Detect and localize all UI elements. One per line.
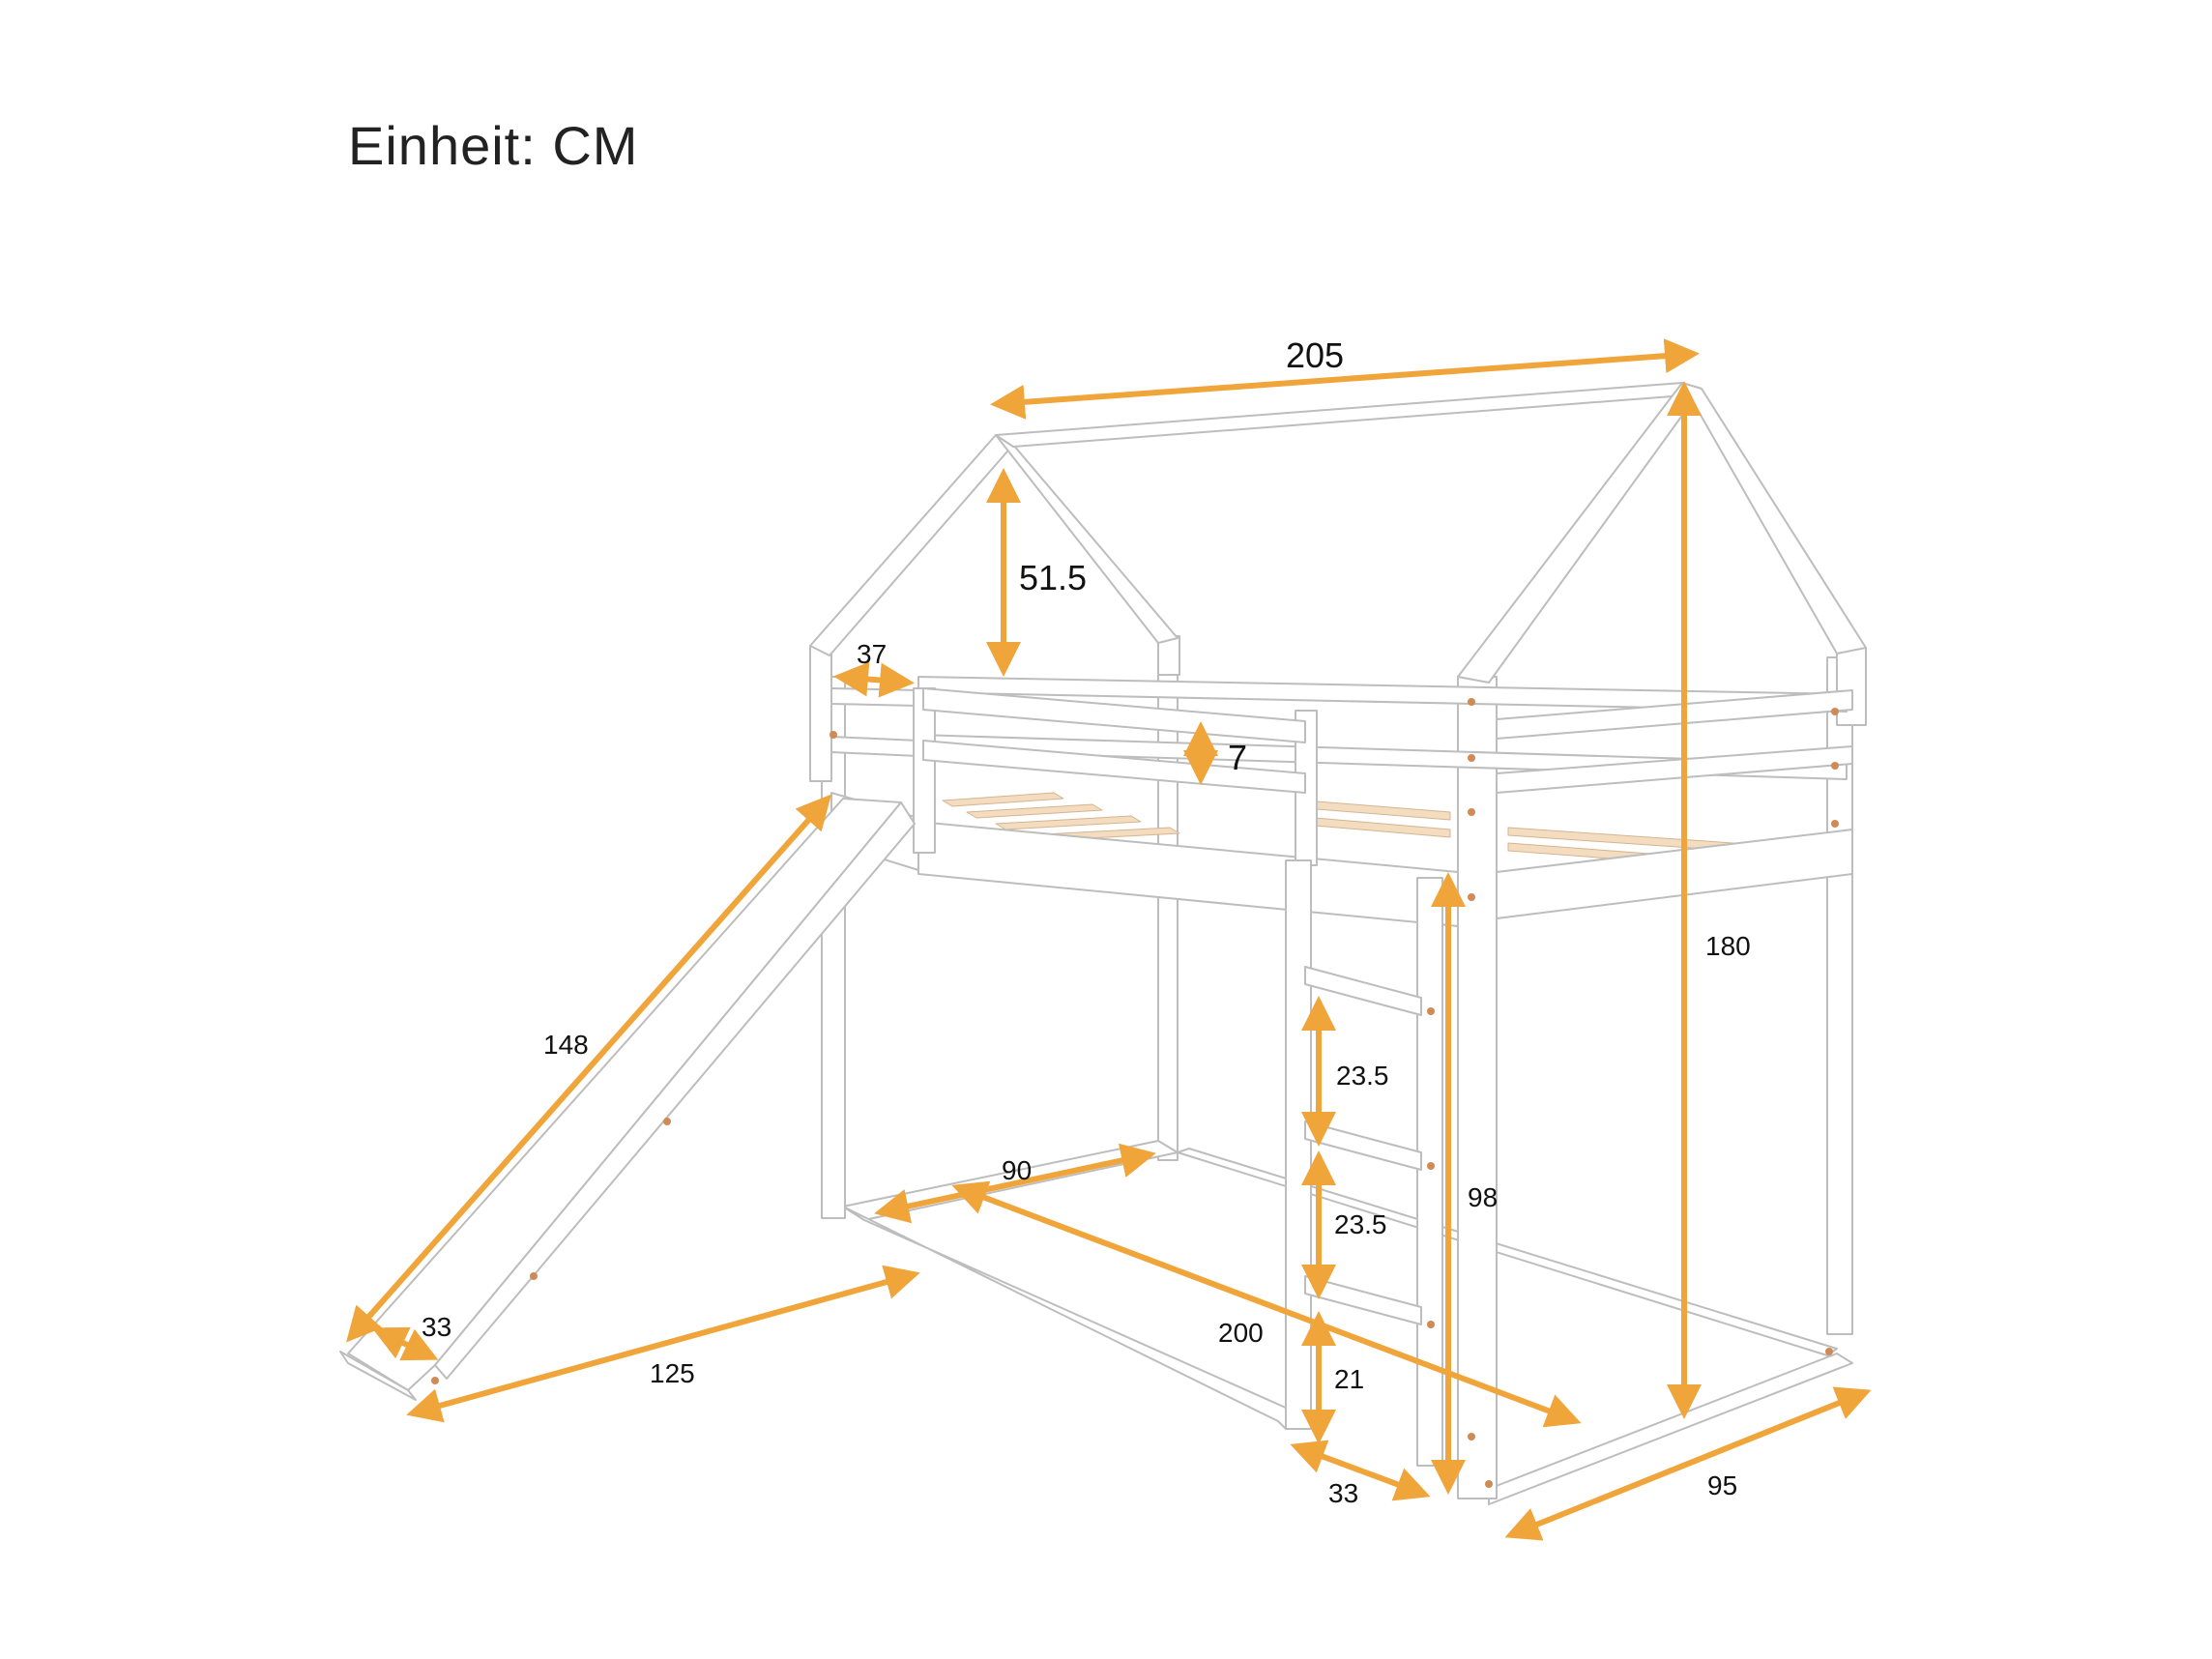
label-ladder-step-upper: 23.5 [1336,1061,1389,1091]
label-roof-height: 51.5 [1019,558,1087,597]
label-under-height: 98 [1468,1182,1498,1212]
floor-rail-right [1488,1353,1853,1505]
label-lower-width: 90 [1002,1155,1032,1185]
back-left-post [1157,666,1179,1161]
roof-left-gable-a [809,434,1014,656]
bed-frame [339,382,1867,1505]
front-left-post-upper [809,645,832,782]
dimension-labels: 205 51.5 37 7 180 148 23.5 23.5 90 98 33… [422,335,1751,1508]
arrow-bed-width [1504,1386,1872,1541]
label-total-height: 180 [1705,931,1751,961]
bed-base-front [917,821,1459,927]
label-bed-width: 95 [1707,1470,1737,1500]
label-slide-length: 148 [543,1030,589,1060]
label-ladder-width: 33 [1328,1478,1358,1508]
label-rail-gap: 7 [1228,738,1247,777]
arrow-slide-reach [406,1265,920,1423]
roof-left-gable-b [995,434,1179,644]
label-slide-width: 33 [422,1312,451,1342]
roof-right-gable-b [1681,382,1867,655]
back-rail-top [917,676,1848,713]
arrow-bed-length [951,1180,1582,1428]
front-rail-post-left [913,687,936,854]
left-end-rail-mid [830,736,919,757]
label-ladder-step-lower: 23.5 [1334,1209,1387,1239]
arrow-length-top [990,338,1700,420]
arrow-ladder-width [1290,1440,1431,1501]
roof-right-gable-a [1457,382,1703,684]
roof-ridge [995,382,1699,448]
ladder-rung-3 [1304,1275,1422,1325]
right-roof-post [1836,647,1867,726]
left-end-rail-top [830,687,919,707]
ladder-rung-1 [1304,966,1422,1016]
label-roof-offset: 37 [857,639,887,669]
arrow-roof-offset [833,661,915,698]
arrow-slide-length [346,794,831,1343]
ladder-right-rail [1416,877,1443,1467]
ladder-left-rail [1285,859,1312,1430]
label-length-top: 205 [1286,335,1344,375]
floor-rail-back [1177,1148,1838,1356]
ladder-rung-2 [1304,1121,1422,1171]
unit-title: Einheit: CM [348,115,639,176]
label-slide-reach: 125 [650,1358,695,1388]
front-right-post [1457,676,1498,1499]
label-ladder-bottom: 21 [1334,1364,1364,1394]
label-bed-length: 200 [1218,1318,1264,1348]
dimension-arrows [346,338,1872,1541]
